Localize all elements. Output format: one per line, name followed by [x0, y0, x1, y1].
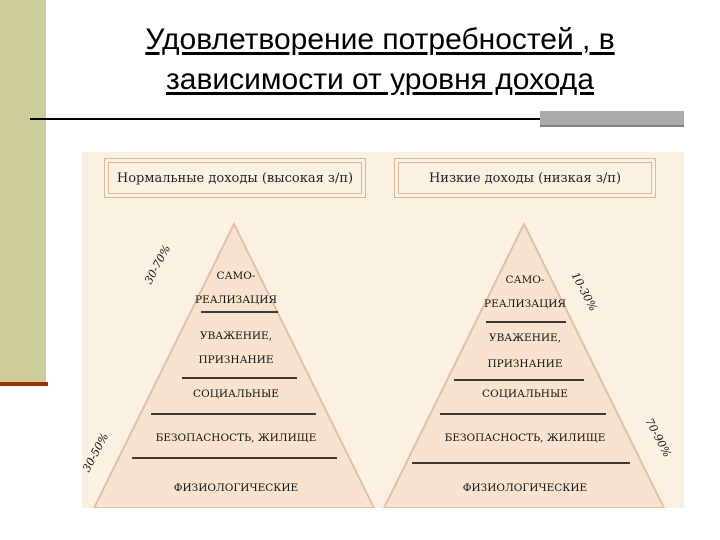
pyramids-figure: Нормальные доходы (высокая з/п) Низкие д…	[80, 152, 684, 508]
side-decoration-accent	[0, 382, 48, 386]
right-pyramid-header-text: Низкие доходы (низкая з/п)	[428, 170, 622, 186]
right-level-self-line-1: САМО-	[505, 274, 545, 286]
slide-title-line-2: зависимости от уровня дохода	[166, 63, 594, 96]
right-level-respect-line-2: ПРИЗНАНИЕ	[487, 358, 563, 370]
left-level-social: СОЦИАЛЬНЫЕ	[193, 388, 279, 400]
title-divider	[30, 118, 540, 120]
left-level-self-line-2: РЕАЛИЗАЦИЯ	[195, 294, 277, 306]
title-divider-accent	[540, 111, 684, 127]
left-level-self-line-1: САМО-	[216, 270, 256, 282]
right-pyramid-shape	[382, 221, 666, 508]
pyramids-drawing	[92, 221, 666, 508]
right-level-social: СОЦИАЛЬНЫЕ	[482, 388, 568, 400]
left-pyramid-header-text: Нормальные доходы (высокая з/п)	[116, 170, 354, 186]
left-level-physio: ФИЗИОЛОГИЧЕСКИЕ	[173, 482, 299, 494]
slide-title-line-1: Удовлетворение потребностей , в	[145, 23, 615, 56]
right-pyramid-header: Низкие доходы (низкая з/п)	[394, 158, 656, 198]
right-level-respect-line-1: УВАЖЕНИЕ,	[488, 332, 562, 344]
side-decoration-bar	[0, 0, 46, 382]
slide-title: Удовлетворение потребностей , в зависимо…	[60, 20, 700, 100]
right-level-physio: ФИЗИОЛОГИЧЕСКИЕ	[462, 482, 588, 494]
right-level-self-line-2: РЕАЛИЗАЦИЯ	[484, 298, 566, 310]
left-pyramid-shape	[92, 221, 376, 508]
left-level-respect-line-2: ПРИЗНАНИЕ	[198, 354, 274, 366]
right-level-safety: БЕЗОПАСНОСТЬ, ЖИЛИЩЕ	[444, 432, 606, 444]
left-level-respect-line-1: УВАЖЕНИЕ,	[199, 330, 273, 342]
left-pyramid-header: Нормальные доходы (высокая з/п)	[104, 158, 366, 198]
left-level-safety: БЕЗОПАСНОСТЬ, ЖИЛИЩЕ	[155, 432, 317, 444]
